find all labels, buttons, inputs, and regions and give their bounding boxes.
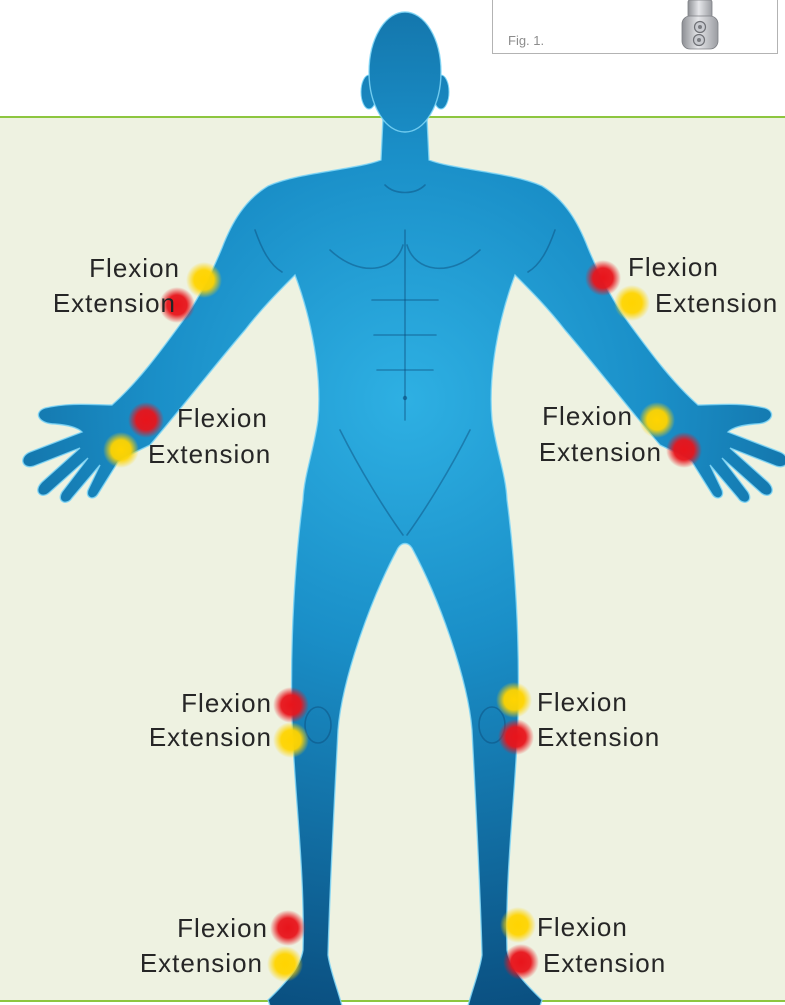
head <box>369 12 441 132</box>
yellow-marker-dot <box>103 432 139 468</box>
red-marker-dot <box>666 432 702 468</box>
red-marker-dot <box>503 944 539 980</box>
right-knee-flexion-label: Flexion <box>537 687 628 717</box>
yellow-marker-dot <box>267 946 303 982</box>
red-marker-dot <box>498 719 534 755</box>
device-image <box>679 0 723 52</box>
yellow-marker-dot <box>273 722 309 758</box>
right-knee-extension-label: Extension <box>537 722 660 752</box>
right-wrist-extension-label: Extension <box>539 437 662 467</box>
left-shoulder-flexion-label: Flexion <box>89 253 180 283</box>
figure-caption: Fig. 1. <box>508 33 544 49</box>
red-marker-dot <box>270 910 306 946</box>
left-knee-flexion-label: Flexion <box>181 688 272 718</box>
left-wrist-flexion-label: Flexion <box>177 403 268 433</box>
figure-inset-box: Fig. 1. <box>492 0 778 54</box>
red-marker-dot <box>273 687 309 723</box>
yellow-marker-dot <box>500 907 536 943</box>
yellow-marker-dot <box>186 262 222 298</box>
left-knee-extension-label: Extension <box>149 722 272 752</box>
right-shoulder-flexion-label: Flexion <box>628 252 719 282</box>
red-marker-dot <box>128 402 164 438</box>
left-ankle-flexion-label: Flexion <box>177 913 268 943</box>
right-shoulder-extension-label: Extension <box>655 288 778 318</box>
navel <box>403 396 407 400</box>
right-wrist-flexion-label: Flexion <box>542 401 633 431</box>
right-ankle-flexion-label: Flexion <box>537 912 628 942</box>
yellow-marker-dot <box>614 285 650 321</box>
red-marker-dot <box>585 260 621 296</box>
left-ankle-extension-label: Extension <box>140 948 263 978</box>
yellow-marker-dot <box>639 402 675 438</box>
yellow-marker-dot <box>496 682 532 718</box>
left-shoulder-extension-label: Extension <box>53 288 176 318</box>
left-wrist-extension-label: Extension <box>148 439 271 469</box>
right-ankle-extension-label: Extension <box>543 948 666 978</box>
